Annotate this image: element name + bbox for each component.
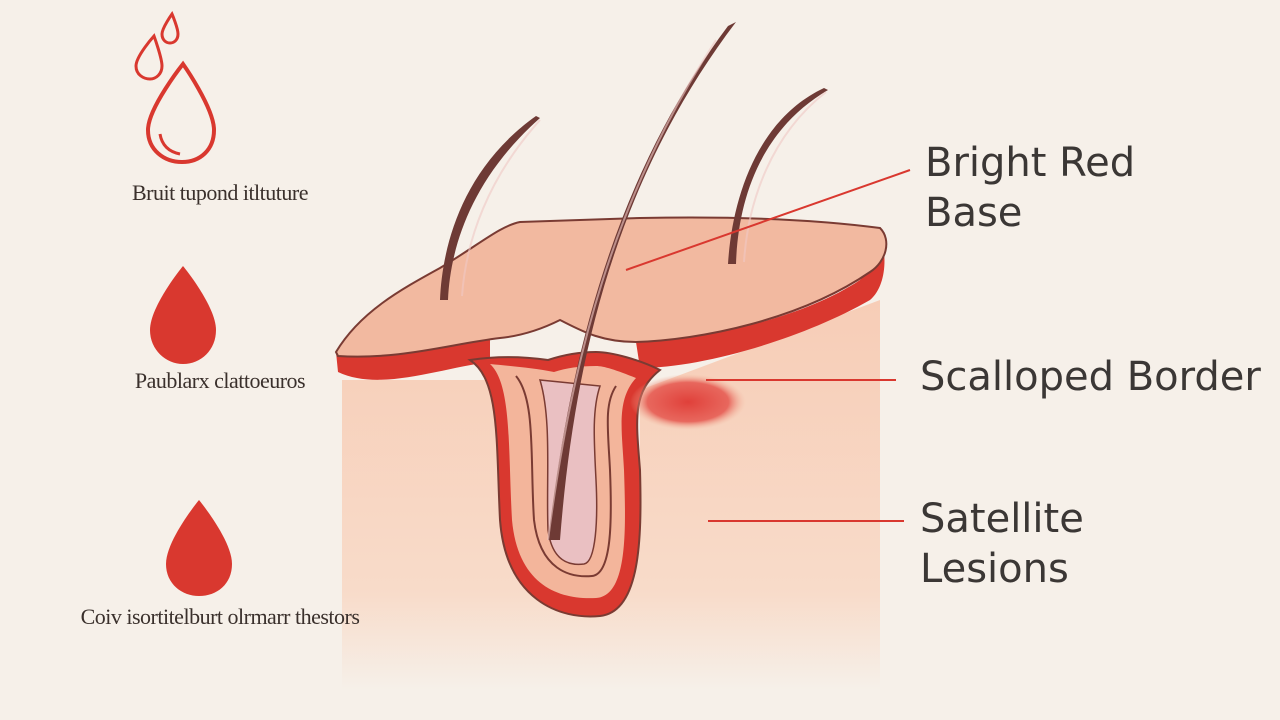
blood-drop-icon	[150, 266, 216, 364]
satellite-lesion-spot	[630, 374, 746, 430]
satellite-lesions-label: Satellite Lesions	[920, 496, 1084, 592]
skin-surface	[334, 216, 888, 380]
hair-strands	[440, 22, 828, 541]
bright-red-base-leader	[625, 169, 911, 271]
blood-drop-icon	[166, 500, 232, 596]
icon-caption-1: Bruit tupond itltuture	[132, 180, 309, 205]
icon-caption-2: Paublarx clattoeuros	[134, 368, 306, 393]
icon-caption-3: Coiv isortitelburt olrmarr thestors	[80, 604, 360, 629]
water-drops-outline-icon	[134, 10, 217, 165]
scalloped-border-label: Scalloped Border	[920, 354, 1261, 400]
dermis-tissue	[342, 300, 880, 690]
bright-red-base-label: Bright Red Base	[925, 140, 1136, 236]
